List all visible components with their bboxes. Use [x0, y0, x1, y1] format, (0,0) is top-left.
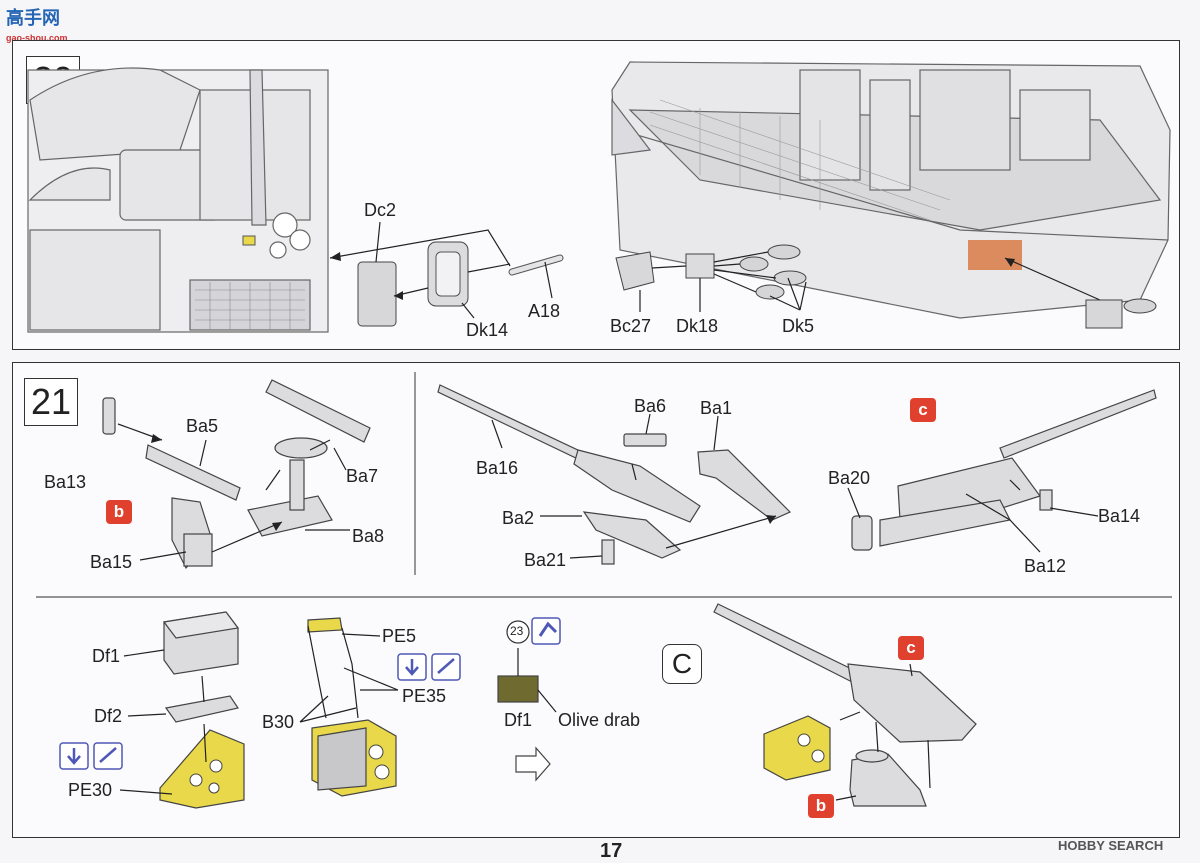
watermark-url: gao-shou.com: [6, 33, 68, 43]
label-PE35: PE35: [402, 686, 447, 706]
label-Ba21: Ba21: [524, 550, 567, 570]
label-Dk18: Dk18: [676, 316, 719, 336]
marker-C: C: [662, 644, 702, 684]
label-Df2: Df2: [94, 706, 123, 726]
label-Bc27: Bc27: [610, 316, 652, 336]
label-Ba2: Ba2: [502, 508, 535, 528]
label-Dk5: Dk5: [782, 316, 815, 336]
label-Ba5: Ba5: [186, 416, 219, 436]
label-Ba16: Ba16: [476, 458, 519, 478]
label-Dk14: Dk14: [466, 320, 509, 340]
label-PE30: PE30: [68, 780, 113, 800]
page-number: 17: [600, 840, 623, 862]
label-Ba8: Ba8: [352, 526, 385, 546]
step-21-number: 21: [24, 378, 78, 426]
label-A18: A18: [528, 301, 561, 321]
label-olive-drab: Olive drab: [558, 710, 641, 730]
label-Ba7: Ba7: [346, 466, 379, 486]
tag-c-gun: c: [910, 398, 936, 422]
label-Ba12: Ba12: [1024, 556, 1067, 576]
label-Ba6: Ba6: [634, 396, 667, 416]
label-Ba20: Ba20: [828, 468, 871, 488]
label-Ba13: Ba13: [44, 472, 87, 492]
tag-b-final: b: [808, 794, 834, 818]
label-Df1-painted: Df1: [504, 710, 533, 730]
watermark-glyphs: 高手网: [6, 8, 60, 28]
color-ref-number: 23: [510, 624, 524, 638]
tag-c-final: c: [898, 636, 924, 660]
watermark-bottom: HOBBY SEARCH: [1058, 838, 1164, 853]
label-Ba14: Ba14: [1098, 506, 1141, 526]
label-Dc2: Dc2: [364, 200, 397, 220]
label-Df1: Df1: [92, 646, 121, 666]
watermark-logo: 高手网 gao-shou.com: [6, 4, 68, 44]
label-B30: B30: [262, 712, 295, 732]
tag-b-mount: b: [106, 500, 132, 524]
label-Ba15: Ba15: [90, 552, 133, 572]
label-Ba1: Ba1: [700, 398, 733, 418]
label-PE5: PE5: [382, 626, 417, 646]
